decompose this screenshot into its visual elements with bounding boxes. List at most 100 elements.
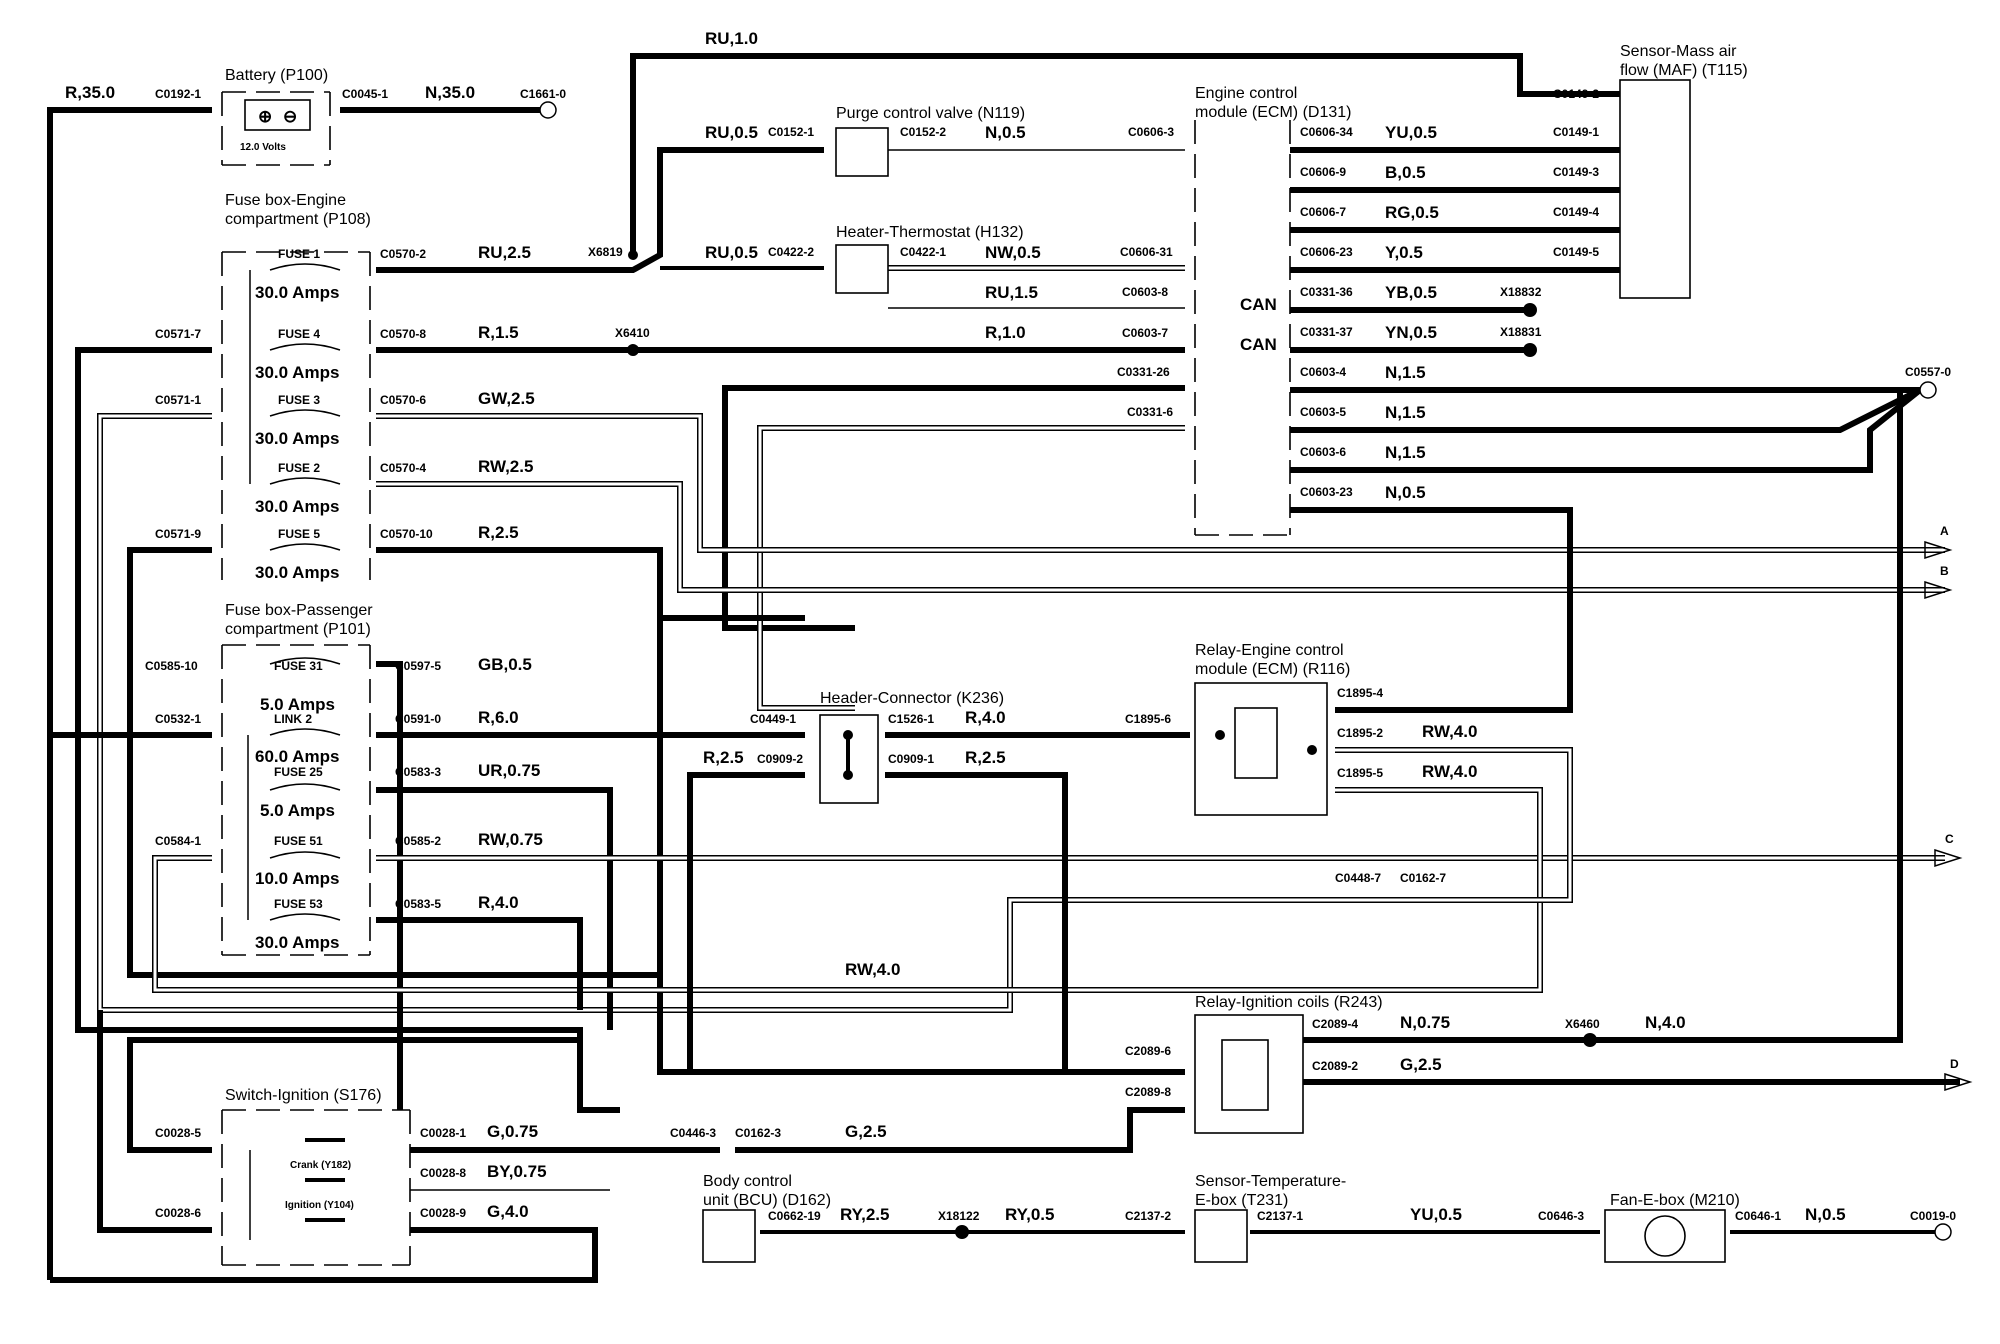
splice-x18831: [1523, 343, 1537, 357]
svg-text:C0606-23: C0606-23: [1300, 245, 1353, 259]
heater-box: [835, 244, 889, 294]
svg-text:N,1.5: N,1.5: [1385, 443, 1426, 462]
svg-text:FUSE 2: FUSE 2: [278, 461, 320, 475]
switch-ignition-outline: [221, 1109, 411, 1266]
wire-ur075: [376, 787, 613, 1030]
svg-text:C0448-7: C0448-7: [1335, 871, 1381, 885]
svg-text:C0583-3: C0583-3: [395, 765, 441, 779]
svg-text:C0162-3: C0162-3: [735, 1126, 781, 1140]
svg-text:C0584-1: C0584-1: [155, 834, 201, 848]
svg-text:FUSE 1: FUSE 1: [278, 247, 320, 261]
svg-text:C0571-7: C0571-7: [155, 327, 201, 341]
wire-rw25: [376, 481, 1945, 593]
svg-text:C0045-1: C0045-1: [342, 87, 388, 101]
ecm-outline: [1194, 120, 1291, 536]
svg-text:FUSE 5: FUSE 5: [278, 527, 320, 541]
svg-text:C0149-5: C0149-5: [1553, 245, 1599, 259]
svg-text:5.0 Amps: 5.0 Amps: [260, 695, 335, 714]
svg-text:N,1.5: N,1.5: [1385, 403, 1426, 422]
svg-text:C0192-1: C0192-1: [155, 87, 201, 101]
svg-text:C0331-37: C0331-37: [1300, 325, 1353, 339]
svg-text:R,2.5: R,2.5: [478, 523, 519, 542]
svg-text:C1661-0: C1661-0: [520, 87, 566, 101]
wire-c0331-6: [757, 425, 1185, 711]
svg-text:LINK 2: LINK 2: [274, 712, 312, 726]
temp-sensor-title2: E-box (T231): [1195, 1192, 1288, 1209]
svg-text:C0331-26: C0331-26: [1117, 365, 1170, 379]
svg-text:X6410: X6410: [615, 326, 650, 340]
wire-c0028-5: [127, 1037, 580, 1153]
svg-text:C0603-23: C0603-23: [1300, 485, 1353, 499]
relay-ignition-title: Relay-Ignition coils (R243): [1195, 994, 1383, 1011]
svg-text:N,4.0: N,4.0: [1645, 1013, 1686, 1032]
svg-text:BY,0.75: BY,0.75: [487, 1162, 547, 1181]
svg-text:C0557-0: C0557-0: [1905, 365, 1951, 379]
svg-text:C0149-2: C0149-2: [1553, 87, 1599, 101]
svg-text:Y,0.5: Y,0.5: [1385, 243, 1423, 262]
svg-text:X18122: X18122: [938, 1209, 980, 1223]
svg-text:60.0 Amps: 60.0 Amps: [255, 747, 339, 766]
svg-text:C0028-6: C0028-6: [155, 1206, 201, 1220]
svg-text:FUSE 53: FUSE 53: [274, 897, 323, 911]
grounds: [539, 101, 1952, 1241]
maf-title1: Sensor-Mass air: [1620, 43, 1737, 60]
relay-ignition-coil: [1221, 1039, 1269, 1111]
svg-text:R,4.0: R,4.0: [478, 893, 519, 912]
svg-text:C0603-6: C0603-6: [1300, 445, 1346, 459]
svg-text:C0583-5: C0583-5: [395, 897, 441, 911]
svg-text:NW,0.5: NW,0.5: [985, 243, 1041, 262]
svg-text:30.0 Amps: 30.0 Amps: [255, 363, 339, 382]
svg-text:X6460: X6460: [1565, 1017, 1600, 1031]
svg-text:C2089-6: C2089-6: [1125, 1044, 1171, 1058]
splice-x6460: [1583, 1033, 1597, 1047]
svg-text:R,35.0: R,35.0: [65, 83, 115, 102]
svg-text:C0570-4: C0570-4: [380, 461, 426, 475]
svg-text:C0152-1: C0152-1: [768, 125, 814, 139]
svg-text:N,0.75: N,0.75: [1400, 1013, 1450, 1032]
header-title: Header-Connector (K236): [820, 690, 1004, 707]
wire-c2089-8: [735, 1107, 1185, 1153]
svg-text:C0606-7: C0606-7: [1300, 205, 1346, 219]
svg-text:C0646-1: C0646-1: [1735, 1209, 1781, 1223]
svg-text:C0028-9: C0028-9: [420, 1206, 466, 1220]
wire-n15b: [1290, 387, 1922, 433]
svg-text:N,0.5: N,0.5: [1385, 483, 1426, 502]
svg-text:R,4.0: R,4.0: [965, 708, 1006, 727]
svg-text:C0571-9: C0571-9: [155, 527, 201, 541]
svg-text:C0606-9: C0606-9: [1300, 165, 1346, 179]
svg-text:C0028-5: C0028-5: [155, 1126, 201, 1140]
svg-text:FUSE 4: FUSE 4: [278, 327, 320, 341]
fusebox-engine-title1: Fuse box-Engine: [225, 192, 346, 209]
wire-c0028-6: [97, 1010, 212, 1233]
bcu-title1: Body control: [703, 1173, 792, 1190]
svg-text:N,0.5: N,0.5: [985, 123, 1026, 142]
svg-text:C0149-4: C0149-4: [1553, 205, 1599, 219]
ecm-title2: module (ECM) (D131): [1195, 104, 1351, 121]
svg-text:RW,4.0: RW,4.0: [1422, 722, 1477, 741]
svg-text:C0909-2: C0909-2: [757, 752, 803, 766]
svg-text:C0570-10: C0570-10: [380, 527, 433, 541]
svg-text:C2137-2: C2137-2: [1125, 1209, 1171, 1223]
arrow-c-icon: [1934, 848, 1963, 868]
svg-text:RW,4.0: RW,4.0: [1422, 762, 1477, 781]
offpage-d: D: [1950, 1057, 1959, 1071]
svg-text:YN,0.5: YN,0.5: [1385, 323, 1437, 342]
svg-text:G,4.0: G,4.0: [487, 1202, 529, 1221]
switch-ignition-label: Ignition (Y104): [285, 1200, 354, 1211]
wire-labels: R,35.0 N,35.0 RU,1.0 RU,0.5 N,0.5 RU,0.5…: [65, 29, 1846, 1224]
wires: [47, 53, 1960, 1283]
wire-c0571-9: [127, 547, 805, 978]
svg-text:C0149-3: C0149-3: [1553, 165, 1599, 179]
svg-text:B,0.5: B,0.5: [1385, 163, 1426, 182]
svg-text:C0606-31: C0606-31: [1120, 245, 1173, 259]
svg-text:C2089-2: C2089-2: [1312, 1059, 1358, 1073]
wire-c0331-26: [722, 385, 1185, 631]
svg-text:C0603-4: C0603-4: [1300, 365, 1346, 379]
svg-text:CAN: CAN: [1240, 335, 1277, 354]
temp-sensor-box: [1194, 1209, 1248, 1263]
svg-text:C0028-1: C0028-1: [420, 1126, 466, 1140]
svg-text:C2137-1: C2137-1: [1257, 1209, 1303, 1223]
svg-text:RU,1.0: RU,1.0: [705, 29, 758, 48]
svg-text:N,35.0: N,35.0: [425, 83, 475, 102]
svg-text:R,6.0: R,6.0: [478, 708, 519, 727]
